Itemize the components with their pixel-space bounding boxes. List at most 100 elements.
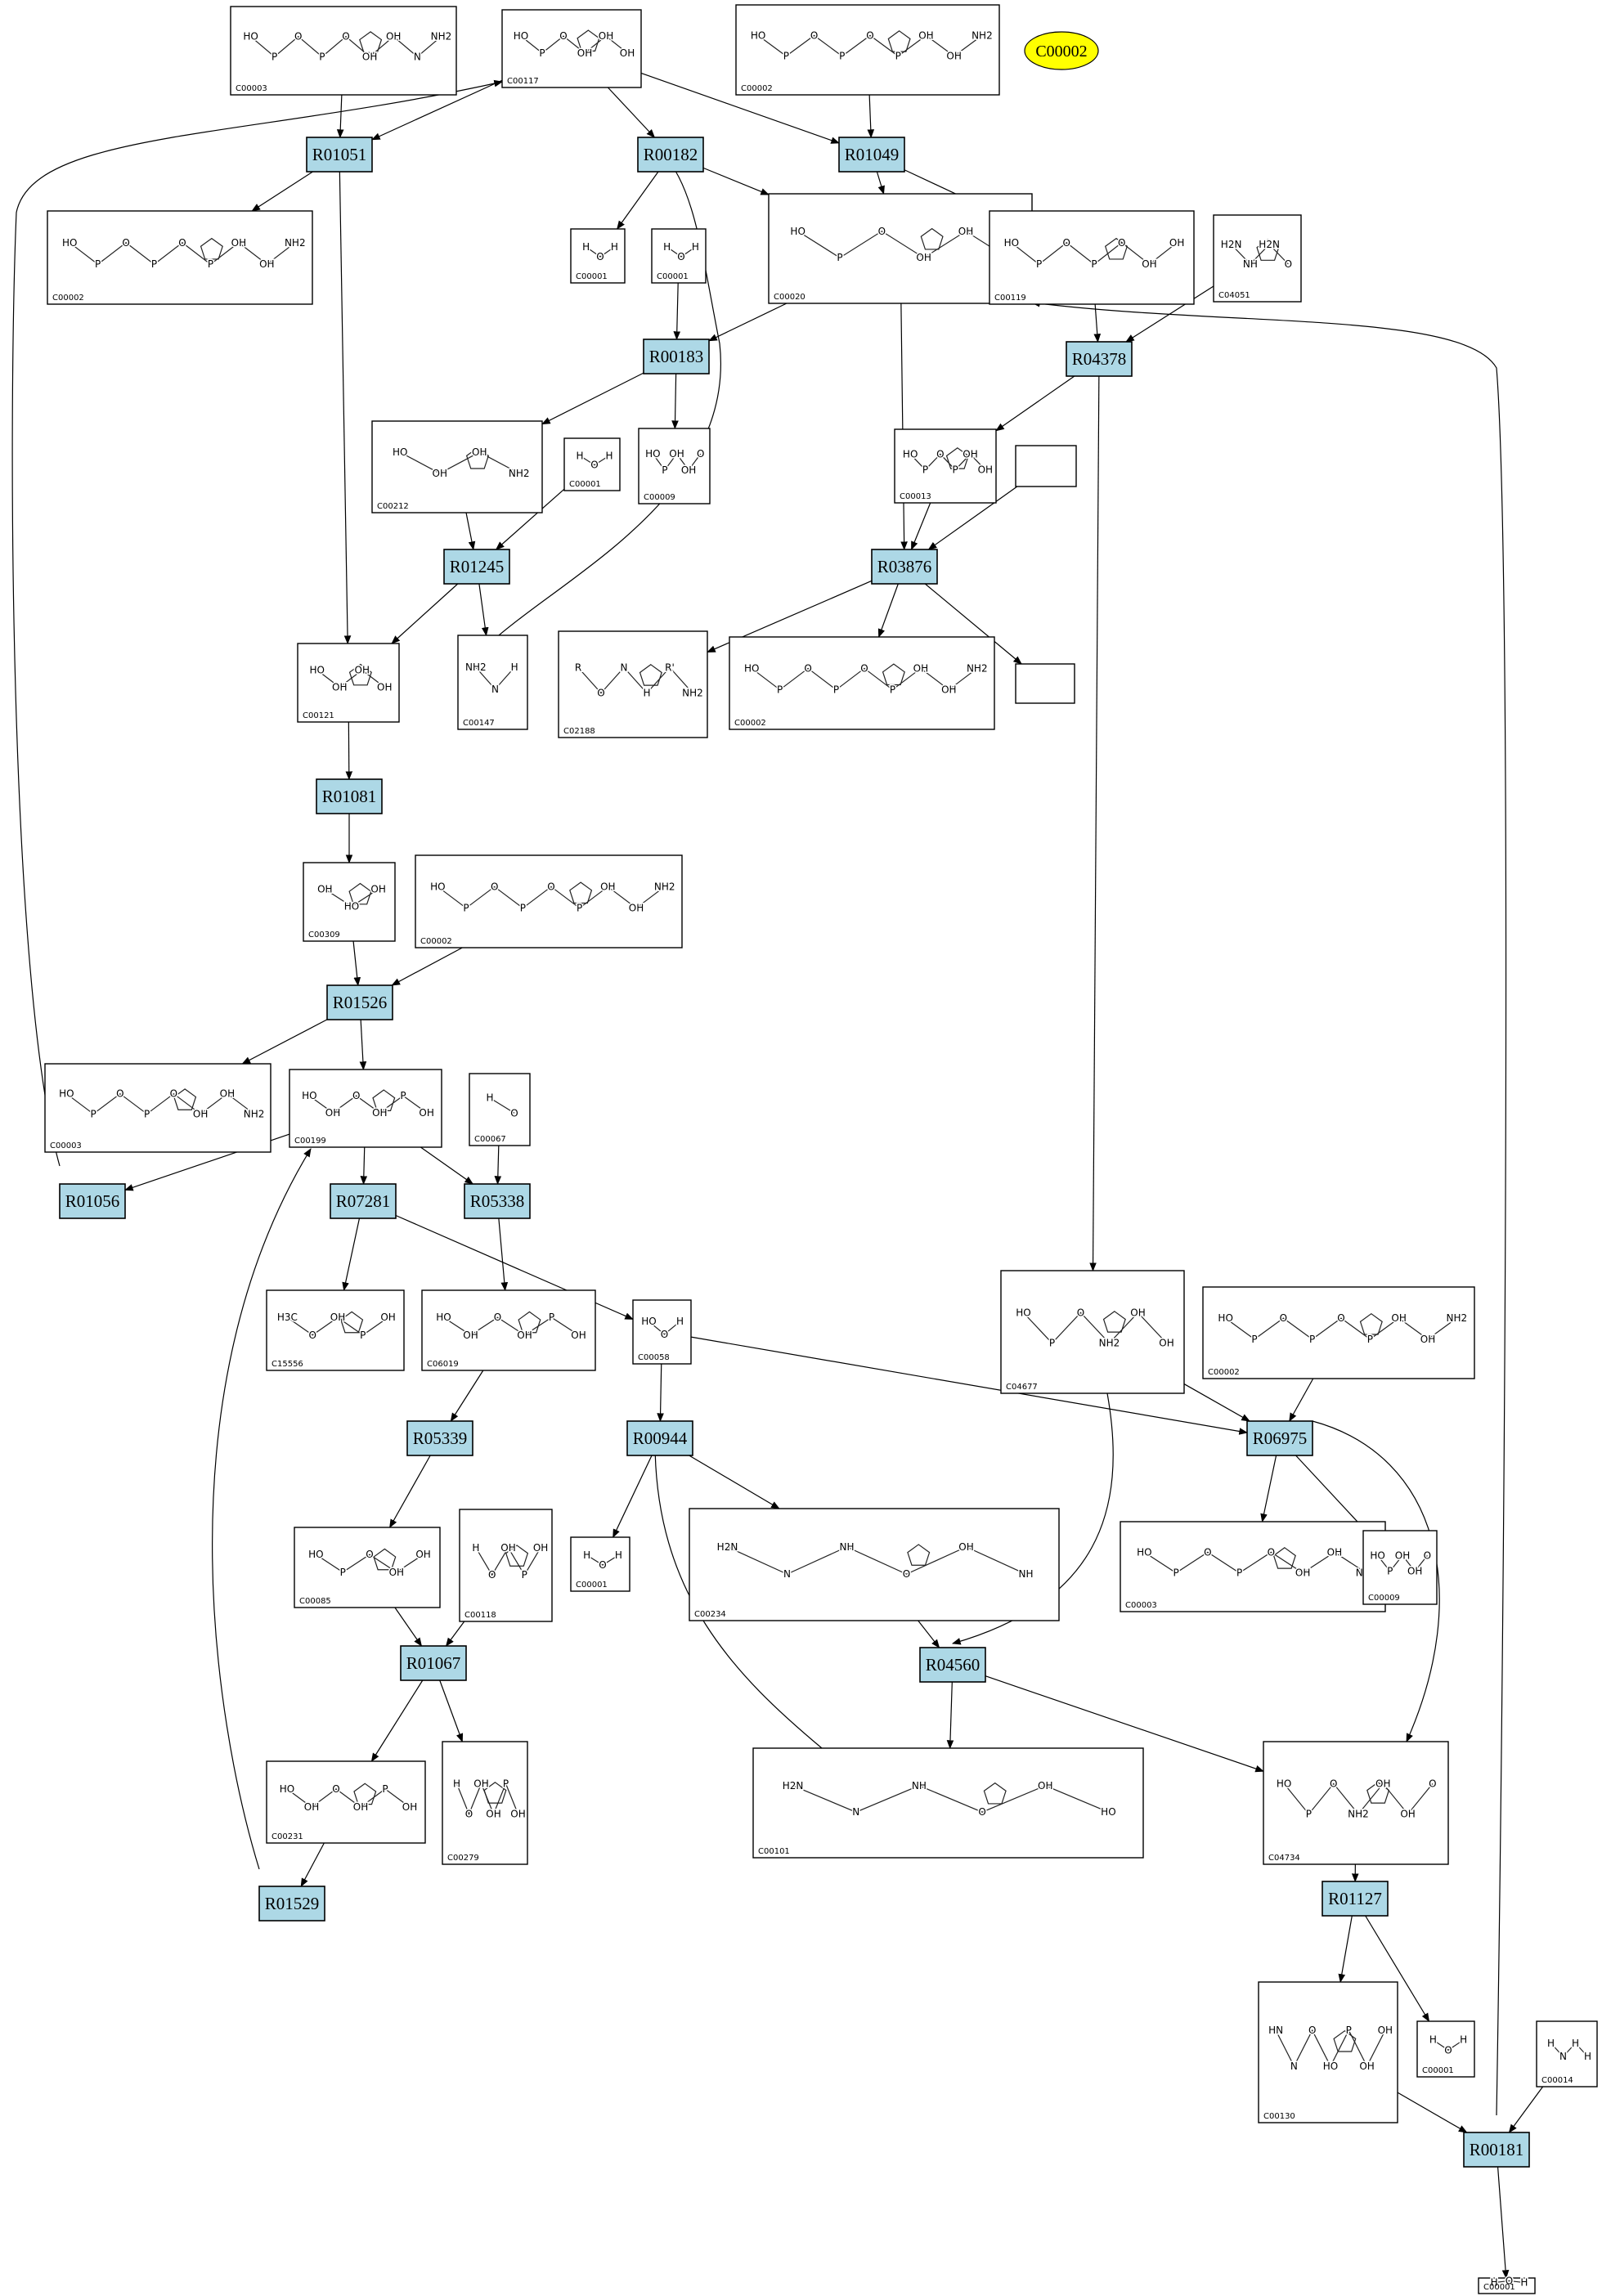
edge: [300, 1842, 325, 1887]
atom-label: HO: [308, 1549, 323, 1560]
atom-label: O: [170, 1088, 177, 1100]
atom-label: OH: [916, 252, 931, 263]
atom-label: NH2: [1447, 1312, 1468, 1324]
reaction-node-r01127[interactable]: R01127: [1322, 1881, 1389, 1917]
compound-box: [421, 1289, 596, 1371]
reaction-node-r03876[interactable]: R03876: [871, 549, 938, 585]
structure-drawing: HOH: [582, 1549, 624, 1572]
reaction-box: [919, 1647, 986, 1683]
atom-label: NH2: [1348, 1809, 1369, 1820]
reaction-node-r01056[interactable]: R01056: [59, 1183, 126, 1219]
atom-label: P: [922, 464, 928, 476]
atom-label: O: [1330, 1778, 1337, 1789]
compound-node-blank[interactable]: [1015, 445, 1077, 487]
edge-ae-to-R01067: [445, 1621, 465, 1647]
reaction-box: [306, 137, 373, 173]
compound-id: C00001: [576, 272, 608, 281]
reaction-node-r00183[interactable]: R00183: [643, 339, 710, 374]
atom-label: OH: [1142, 258, 1156, 270]
reaction-node-r01051[interactable]: R01051: [306, 137, 373, 173]
reaction-node-r01529[interactable]: R01529: [258, 1886, 325, 1922]
edge-x-to-R05338: [494, 1145, 502, 1186]
atom-label: H: [511, 661, 518, 673]
reaction-node-r04560[interactable]: R04560: [919, 1647, 986, 1683]
edge: [876, 171, 885, 195]
reaction-node-r04378[interactable]: R04378: [1066, 341, 1133, 377]
atom-label: OH: [317, 884, 332, 895]
compound-id: C02188: [563, 727, 595, 736]
reaction-node-r00182[interactable]: R00182: [637, 137, 704, 173]
ring: [359, 31, 383, 53]
reaction-node-r05338[interactable]: R05338: [464, 1183, 531, 1219]
edge: [345, 721, 353, 781]
atom-label: O: [1077, 1307, 1084, 1318]
compound-id: C00130: [1263, 2112, 1295, 2121]
reaction-node-r00944[interactable]: R00944: [626, 1420, 693, 1456]
edge-R06975-to-ah: [1260, 1455, 1277, 1523]
compound-id: C00002: [52, 294, 84, 303]
reaction-node-r01245[interactable]: R01245: [443, 549, 510, 585]
edge: [900, 303, 908, 551]
compound-box: [1536, 2020, 1598, 2087]
reaction-node-r05339[interactable]: R05339: [406, 1420, 473, 1456]
reaction-node-r01049[interactable]: R01049: [838, 137, 905, 173]
reaction-node-r06975[interactable]: R06975: [1246, 1420, 1313, 1456]
highlight-compound-badge[interactable]: C00002: [1024, 31, 1099, 70]
atom-label: HO: [302, 1090, 316, 1101]
atom-label: O: [590, 460, 598, 471]
reaction-label: R01081: [322, 787, 377, 806]
reaction-node-r01081[interactable]: R01081: [316, 778, 383, 814]
ring: [569, 881, 593, 904]
bond-chain: [727, 1546, 1026, 1575]
compound-node-c00020[interactable]: HOPOOHOHNH2C00020: [768, 193, 1033, 304]
compound-box: [266, 1760, 426, 1844]
compound-node-blank[interactable]: [1015, 663, 1075, 704]
reaction-node-r00181[interactable]: R00181: [1463, 2132, 1530, 2168]
reaction-node-r07281[interactable]: R07281: [330, 1183, 397, 1219]
reaction-node-r01067[interactable]: R01067: [400, 1645, 467, 1681]
reaction-node-r01526[interactable]: R01526: [326, 984, 393, 1020]
